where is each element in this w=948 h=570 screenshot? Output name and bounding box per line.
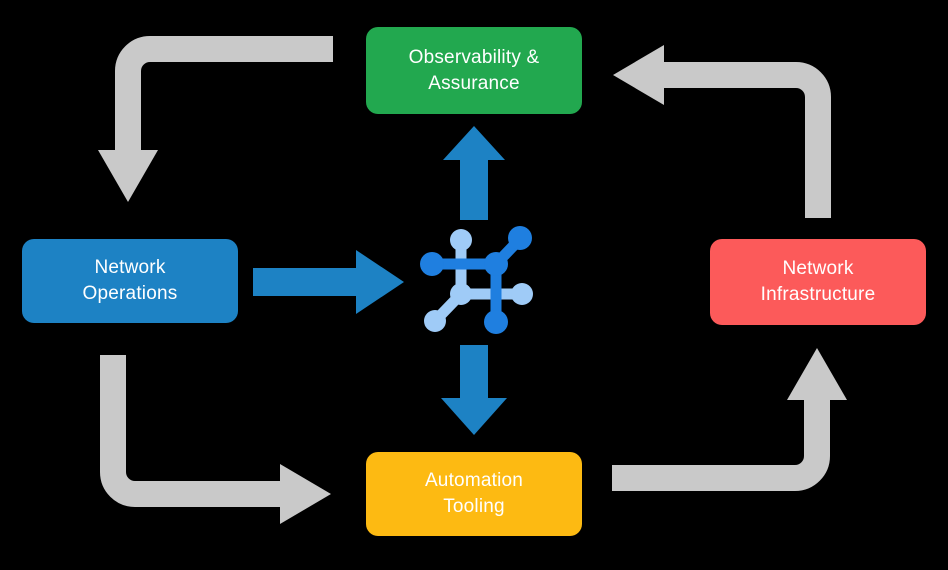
blue-arrow-center-to-automation bbox=[441, 345, 507, 435]
node-label-observability-assurance: Observability & Assurance bbox=[408, 46, 540, 94]
network-icon-light-links bbox=[430, 234, 528, 326]
network-icon-dark-links bbox=[431, 233, 526, 328]
node-box-network-operations[interactable]: Network Operations bbox=[22, 239, 238, 323]
node-label-network-operations: Network Operations bbox=[82, 257, 178, 304]
node-box-network-infrastructure[interactable]: Network Infrastructure bbox=[710, 239, 926, 325]
blue-arrow-center-to-observability bbox=[443, 126, 505, 220]
node-box-observability-assurance[interactable]: Observability & Assurance bbox=[366, 27, 582, 114]
node-label-network-infrastructure: Network Infrastructure bbox=[760, 258, 876, 305]
node-box-automation-tooling[interactable]: Automation Tooling bbox=[366, 452, 582, 536]
gray-arrow-operations-to-automation bbox=[100, 355, 331, 524]
gray-arrow-infrastructure-to-observability bbox=[613, 45, 831, 218]
blue-arrow-operations-to-center bbox=[253, 250, 404, 314]
node-label-automation-tooling: Automation Tooling bbox=[424, 470, 524, 517]
gray-arrow-observability-to-operations bbox=[98, 36, 333, 202]
network-icon-dark-nodes bbox=[420, 226, 532, 334]
network-icon-light-nodes bbox=[424, 229, 533, 332]
gray-arrow-automation-to-infrastructure bbox=[612, 348, 847, 491]
